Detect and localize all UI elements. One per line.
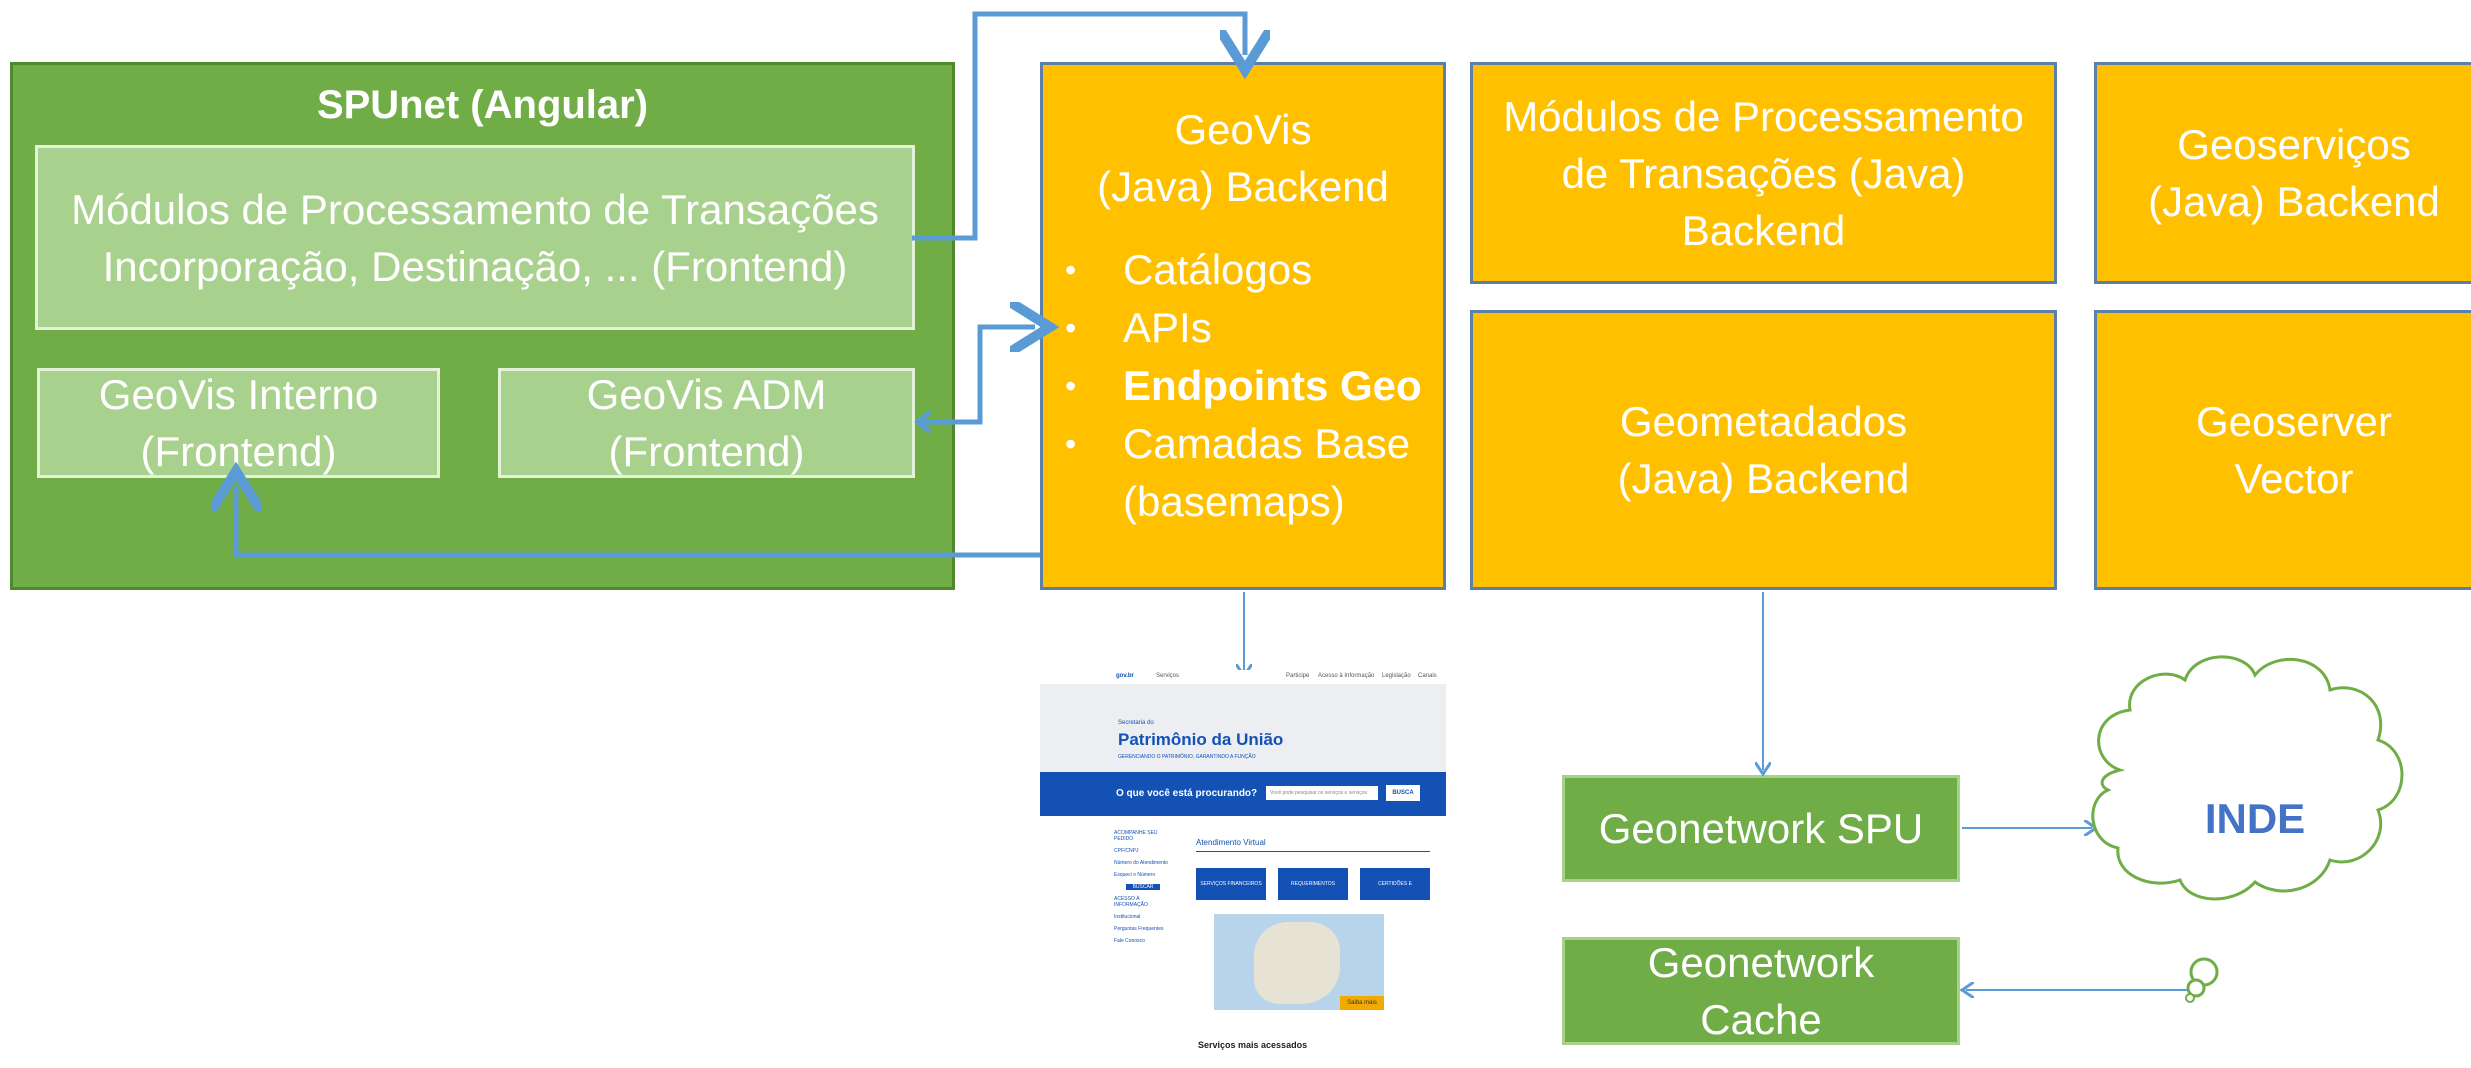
geovis-interno-line1: GeoVis Interno — [98, 371, 379, 418]
website-link: Legislação — [1382, 673, 1411, 679]
geovis-adm-line2: (Frontend) — [608, 428, 805, 475]
sidebar-item: Perguntas Frequentes — [1114, 926, 1164, 932]
org-subtitle: GERENCIANDO O PATRIMÔNIO, GARANTINDO A F… — [1118, 754, 1256, 760]
cloud-bubble — [2186, 978, 2206, 998]
spunet-title: SPUnet (Angular) — [316, 83, 649, 127]
geometadados-line1: Geometadados — [1619, 398, 1908, 445]
website-link: Canais — [1418, 673, 1437, 679]
website-search-bar: O que você está procurando? Você pode pe… — [1040, 772, 1446, 816]
search-question: O que você está procurando? — [1116, 788, 1258, 799]
geonetwork-spu-label: Geonetwork SPU — [1598, 805, 1924, 852]
geoserver-line1: Geoserver — [2195, 398, 2393, 445]
modules-frontend-line2: Incorporação, Destinação, ... (Frontend) — [102, 242, 848, 290]
geovis-adm-box: GeoVis ADM (Frontend) — [498, 368, 915, 478]
search-input: Você pode pesquisar os serviços e serviç… — [1266, 786, 1378, 800]
bullet-item: •Camadas Base — [1065, 420, 1411, 467]
section-title: Atendimento Virtual — [1196, 838, 1430, 852]
geovis-backend-box: GeoVis (Java) Backend •Catálogos •APIs •… — [1040, 62, 1446, 590]
geonetwork-cache-line1: Geonetwork — [1647, 939, 1875, 986]
service-tile: SERVIÇOS FINANCEIROS — [1196, 868, 1266, 900]
modules-frontend-line1: Módulos de Processamento de Transações — [71, 185, 879, 233]
org-small-label: Secretaria do — [1118, 720, 1154, 726]
geovis-backend-subtitle: (Java) Backend — [1097, 163, 1389, 210]
geovis-adm-line1: GeoVis ADM — [586, 371, 827, 418]
website-link: Participe — [1286, 673, 1310, 679]
geonetwork-spu-box: Geonetwork SPU — [1562, 775, 1960, 882]
bullet-item: •Endpoints Geo — [1065, 362, 1422, 409]
geovis-backend-list: •Catálogos •APIs •Endpoints Geo •Camadas… — [1043, 241, 1443, 531]
website-hero: Secretaria do Patrimônio da União GERENC… — [1040, 684, 1446, 782]
sidebar-item: BUSCAR — [1126, 884, 1160, 890]
modulos-backend-line3: Backend — [1681, 206, 1846, 254]
geoservicos-line1: Geoserviços — [2177, 121, 2411, 168]
bullet-item: •APIs — [1065, 304, 1212, 351]
services-title: Serviços mais acessados — [1198, 1040, 1308, 1050]
sidebar-item: Esqueci o Número — [1114, 872, 1156, 878]
website-sidebar: ACOMPANHE SEU PEDIDO CPF/CNPJ Número do … — [1114, 830, 1174, 950]
modulos-backend-line2: de Transações (Java) — [1561, 149, 1966, 197]
website-topbar: gov.br Serviços Participe Acesso à Infor… — [1040, 670, 1446, 685]
modulos-backend-box: Módulos de Processamento de Transações (J… — [1470, 62, 2057, 284]
bullet-item: •Catálogos — [1065, 246, 1313, 293]
cloud-bubble — [2189, 957, 2219, 987]
geoserver-line2: Vector — [2234, 455, 2354, 502]
geovis-interno-line2: (Frontend) — [140, 428, 337, 475]
service-tile: CERTIDÕES E DECLARAÇÕES — [1360, 868, 1430, 919]
website-screenshot: gov.br Serviços Participe Acesso à Infor… — [1040, 670, 1446, 1068]
sidebar-item: ACOMPANHE SEU PEDIDO — [1114, 830, 1158, 842]
map-more-button: Saiba mais — [1340, 996, 1384, 1010]
website-link: Serviços — [1156, 673, 1180, 679]
inde-label: INDE — [2204, 795, 2306, 842]
website-link: Acesso à Informação — [1318, 673, 1375, 679]
geometadados-line2: (Java) Backend — [1617, 455, 1910, 502]
website-link: gov.br — [1116, 673, 1134, 679]
website-map: Saiba mais — [1214, 914, 1384, 1010]
service-tile: REQUERIMENTOS DIVERSOS — [1278, 868, 1348, 919]
geoservicos-box: Geoserviços (Java) Backend — [2094, 62, 2471, 284]
inde-cloud-icon — [2091, 655, 2404, 901]
sidebar-item: Fale Conosco — [1114, 938, 1145, 944]
map-landmass — [1254, 922, 1340, 1004]
sidebar-item: CPF/CNPJ — [1114, 848, 1139, 854]
modulos-backend-line1: Módulos de Processamento — [1503, 92, 2024, 140]
geometadados-box: Geometadados (Java) Backend — [1470, 310, 2057, 590]
sidebar-item: Número do Atendimento — [1114, 860, 1168, 866]
geonetwork-cache-line2: Cache — [1700, 996, 1822, 1043]
geovis-interno-box: GeoVis Interno (Frontend) — [37, 368, 440, 478]
cloud-bubble — [2185, 993, 2195, 1003]
sidebar-item: ACESSO À INFORMAÇÃO — [1114, 896, 1148, 908]
bullet-item-continuation: (basemaps) — [1123, 478, 1345, 525]
geoservicos-line2: (Java) Backend — [2148, 178, 2440, 225]
search-button: BUSCA — [1386, 785, 1420, 801]
sidebar-item: Institucional — [1114, 914, 1141, 920]
spunet-container: SPUnet (Angular) Módulos de Processament… — [10, 62, 955, 590]
org-name: Patrimônio da União — [1118, 730, 1284, 749]
geovis-backend-title: GeoVis — [1174, 106, 1312, 153]
